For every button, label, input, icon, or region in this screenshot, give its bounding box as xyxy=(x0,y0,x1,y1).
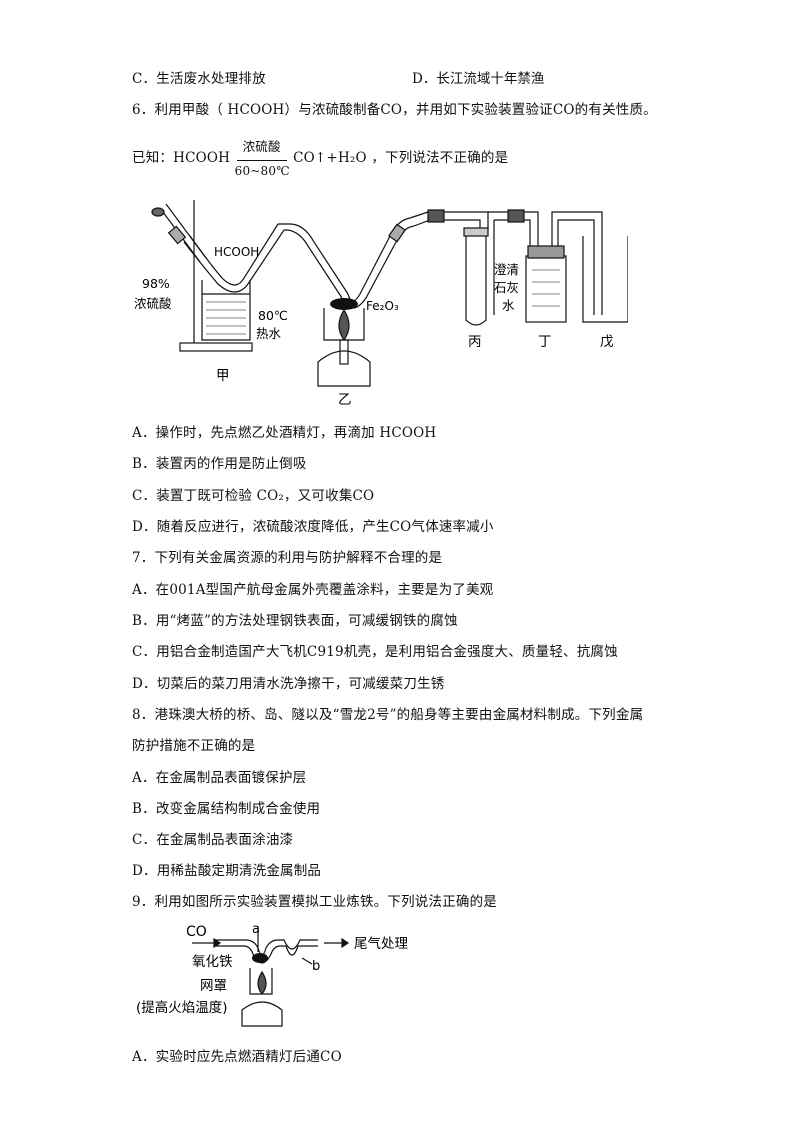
q6-known-suffix: ，下列说法不正确的是 xyxy=(371,150,509,166)
q8-stem-line2: 防护措施不正确的是 xyxy=(132,738,256,754)
q8-stem-line1: 8．港珠澳大桥的桥、岛、隧以及“雪龙2号”的船身等主要由金属材料制成。下列金属 xyxy=(132,707,644,723)
q9-option-a: A．实验时应先点燃酒精灯后通CO xyxy=(132,1049,342,1065)
label-bing: 丙 xyxy=(468,334,482,350)
iron-oxide-sample xyxy=(252,953,268,963)
label-iron-oxide: 氧化铁 xyxy=(192,954,233,970)
q6-option-b: B．装置丙的作用是防止倒吸 xyxy=(132,456,307,472)
q9-stem: 9．利用如图所示实验装置模拟工业炼铁。下列说法正确的是 xyxy=(132,894,497,910)
beaker-jia xyxy=(201,280,251,341)
q6-option-d: D．随着反应进行，浓硫酸浓度降低，产生CO气体速率减小 xyxy=(132,519,494,535)
q6-stem: 6．利用甲酸（ HCOOH）与浓硫酸制备CO，并用如下实验装置验证CO的有关性质… xyxy=(132,102,657,118)
label-acid-name: 浓硫酸 xyxy=(134,296,172,311)
reaction-arrow-line xyxy=(236,160,287,161)
bottle-ding xyxy=(525,255,567,323)
label-b: b xyxy=(312,959,320,974)
label-jia: 甲 xyxy=(216,368,230,384)
label-hcooh: HCOOH xyxy=(214,245,259,259)
label-a: a xyxy=(252,922,260,937)
option-d-prev: D．长江流域十年禁渔 xyxy=(412,71,545,87)
label-wu: 戊 xyxy=(600,334,614,350)
label-ding: 丁 xyxy=(538,334,552,350)
stand-base xyxy=(179,342,253,352)
label-acid-pct: 98% xyxy=(142,276,170,291)
label-yi: 乙 xyxy=(338,392,352,408)
q7-option-d: D．切菜后的菜刀用清水洗净擦干，可减缓菜刀生锈 xyxy=(132,676,445,692)
label-limewater-3: 水 xyxy=(502,298,515,313)
test-tube-bing xyxy=(465,232,487,326)
alcohol-lamp xyxy=(317,350,371,387)
q8-option-d: D．用稀盐酸定期清洗金属制品 xyxy=(132,863,322,879)
wire-mesh-q9 xyxy=(249,968,273,995)
label-exhaust: 尾气处理 xyxy=(354,936,408,952)
fe2o3-sample xyxy=(330,298,358,310)
label-limewater-1: 澄清 xyxy=(494,262,519,277)
label-fe2o3: Fe₂O₃ xyxy=(366,299,399,313)
q6-known-products: CO↑+H₂O xyxy=(293,150,367,166)
reaction-glass-tube xyxy=(216,939,318,956)
label-water-name: 热水 xyxy=(256,326,282,341)
alcohol-lamp-q9 xyxy=(241,1001,283,1027)
label-co: CO xyxy=(186,924,207,940)
q6-apparatus-figure: HCOOH 98% 浓硫酸 80℃ 热水 Fe₂O₃ 澄清 石灰 水 甲 乙 丙… xyxy=(134,200,628,408)
q7-option-c: C．用铝合金制造国产大飞机C919机壳，是利用铝合金强度大、质量轻、抗腐蚀 xyxy=(132,644,618,660)
q6-known: 已知：HCOOH 浓硫酸 60~80℃ CO↑+H₂O ，下列说法不正确的是 xyxy=(132,139,509,178)
condition-top: 浓硫酸 xyxy=(242,139,281,154)
q8-option-a: A．在金属制品表面镀保护层 xyxy=(132,770,307,786)
q9-apparatus-figure: CO a b 尾气处理 氧化铁 网罩 (提高火焰温度) xyxy=(136,922,408,1027)
q7-option-b: B．用“烤蓝”的方法处理钢铁表面，可减缓钢铁的腐蚀 xyxy=(132,613,458,629)
q6-option-a: A．操作时，先点燃乙处酒精灯，再滴加 HCOOH xyxy=(132,425,437,441)
condition-bottom: 60~80℃ xyxy=(234,164,290,178)
label-mesh: 网罩 xyxy=(200,978,227,994)
q8-option-c: C．在金属制品表面涂油漆 xyxy=(132,832,294,848)
q7-stem: 7．下列有关金属资源的利用与防护解释不合理的是 xyxy=(132,550,443,566)
q6-known-prefix: 已知：HCOOH xyxy=(132,150,231,166)
reaction-condition: 浓硫酸 60~80℃ xyxy=(235,139,290,178)
option-c-prev: C．生活废水处理排放 xyxy=(132,71,266,87)
q7-option-a: A．在001A型国产航母金属外壳覆盖涂料，主要是为了美观 xyxy=(132,582,494,598)
beaker-wu xyxy=(582,236,628,323)
label-water-temp: 80℃ xyxy=(258,308,288,323)
label-limewater-2: 石灰 xyxy=(494,280,519,295)
q8-option-b: B．改变金属结构制成合金使用 xyxy=(132,801,321,817)
q6-option-c: C．装置丁既可检验 CO₂，又可收集CO xyxy=(132,488,375,504)
label-mesh-note: (提高火焰温度) xyxy=(136,999,228,1016)
